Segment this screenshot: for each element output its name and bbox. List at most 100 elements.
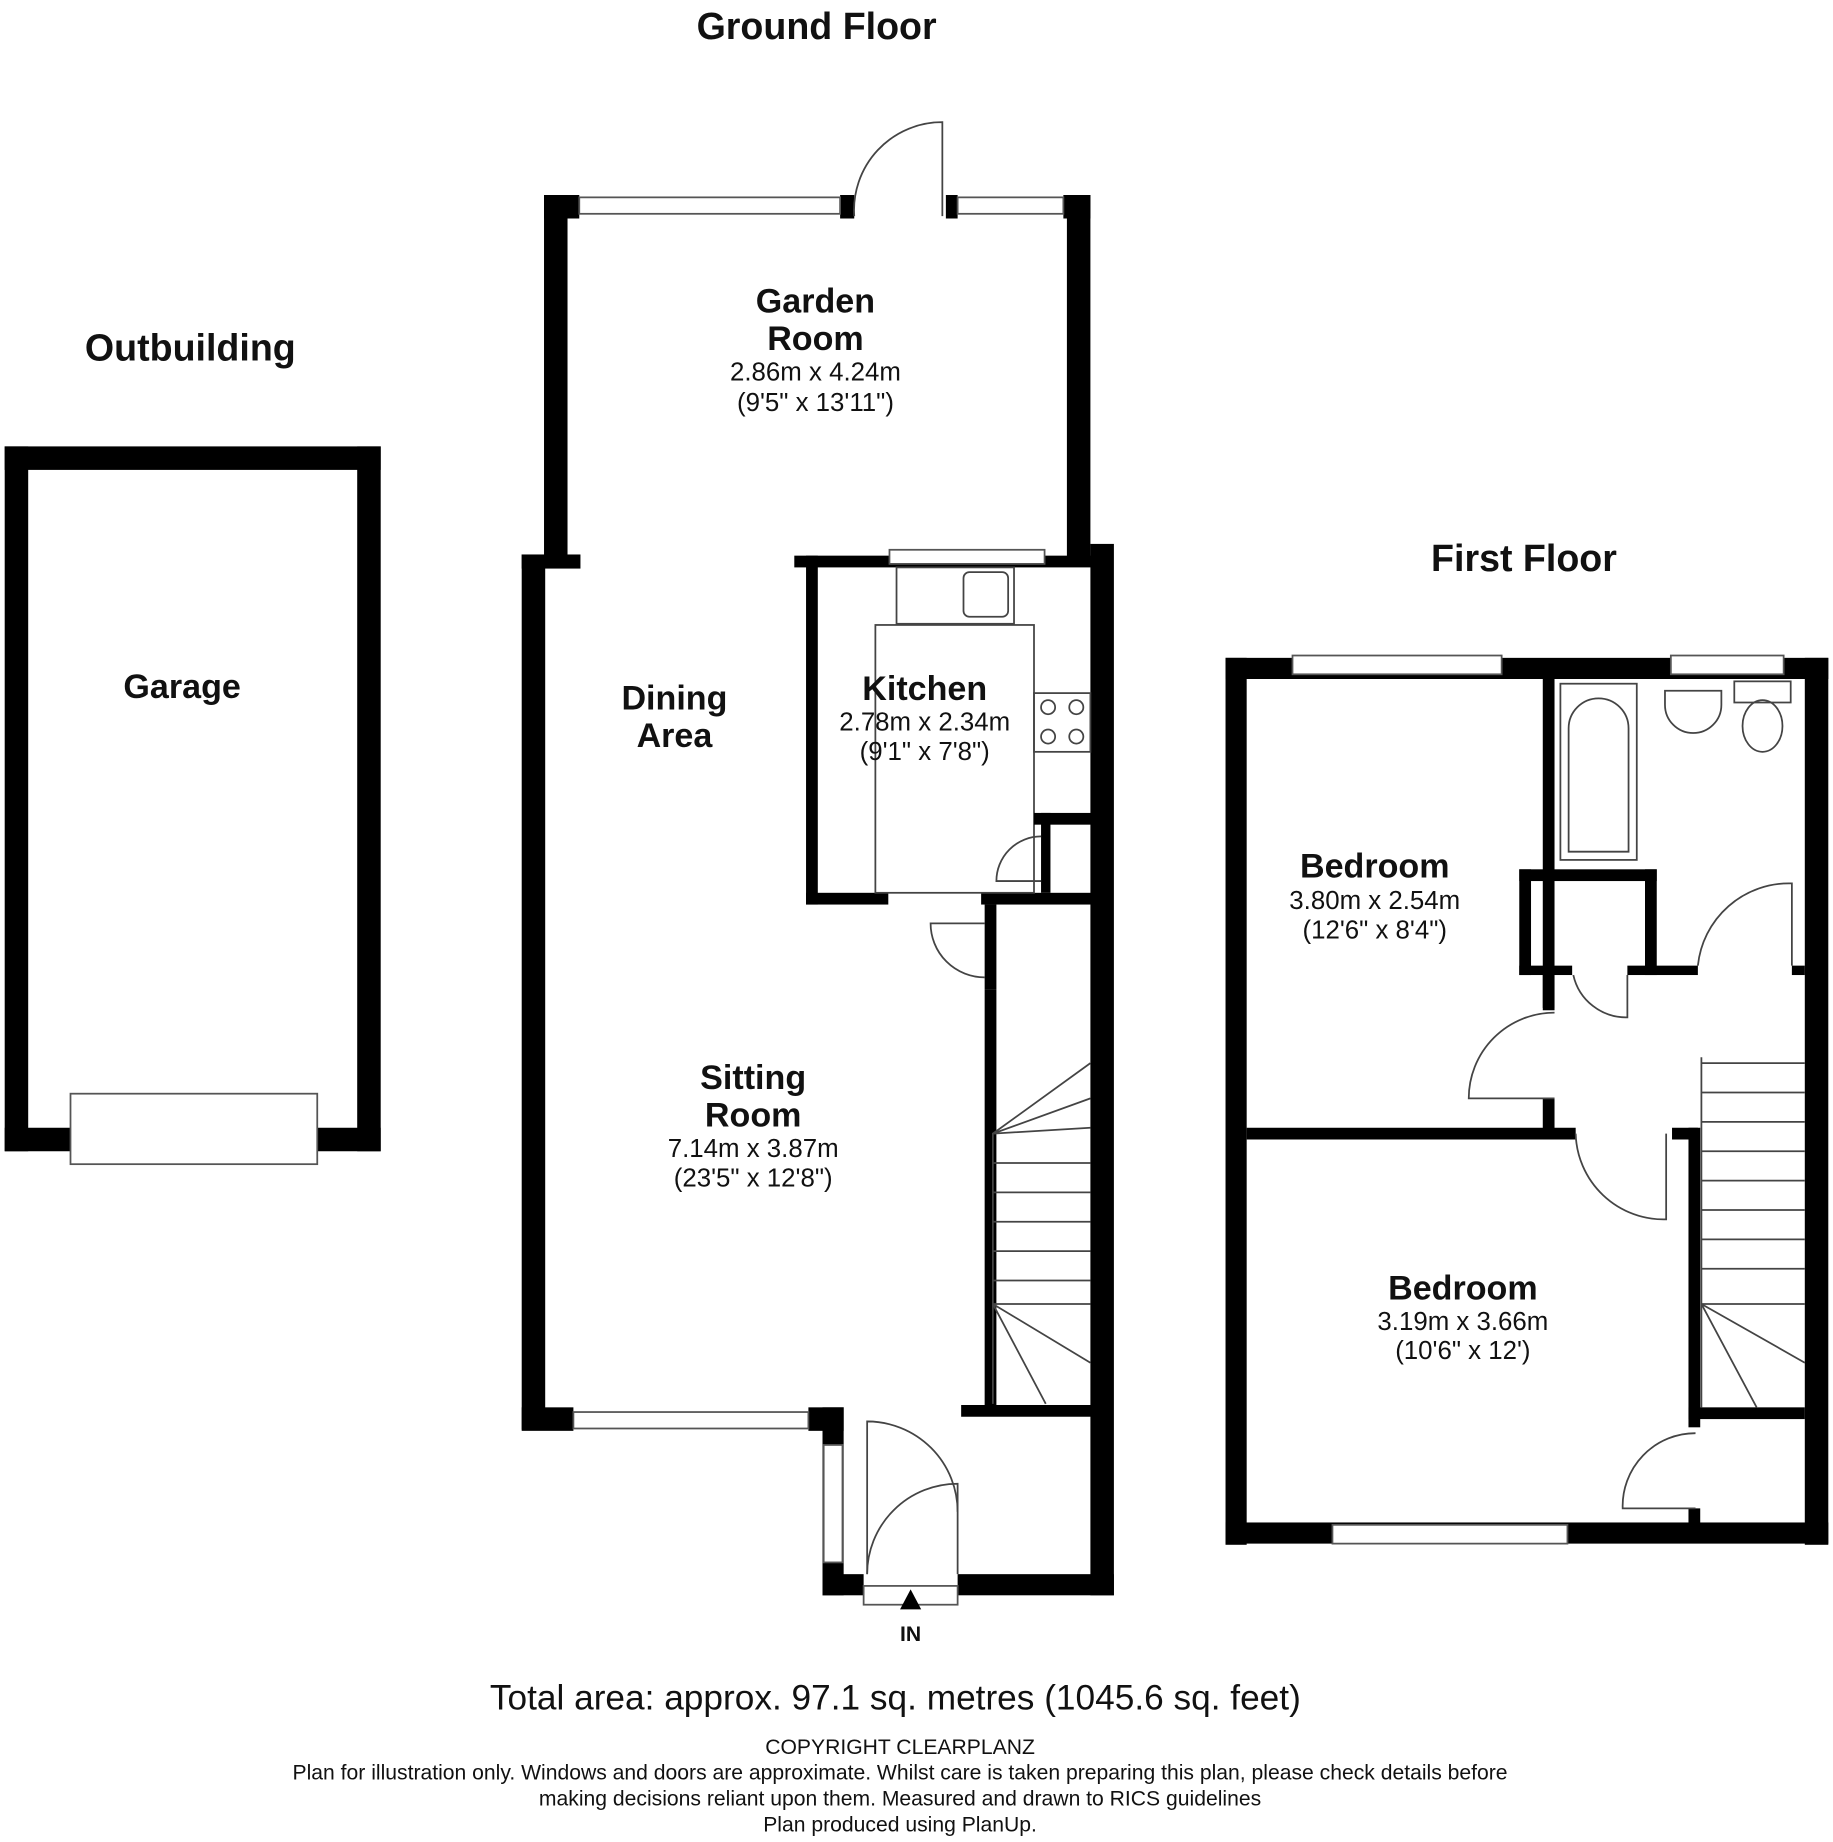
- bath-tub: [1567, 697, 1630, 853]
- door-swing: [1467, 1011, 1555, 1100]
- window: [1291, 654, 1503, 676]
- window: [1331, 1523, 1569, 1545]
- wall: [544, 195, 580, 219]
- door-swing: [1572, 974, 1629, 1019]
- wall: [357, 446, 381, 1152]
- wall: [4, 446, 29, 1152]
- door-swing: [1696, 882, 1793, 966]
- bath: [1559, 682, 1638, 861]
- wall: [1672, 1127, 1698, 1140]
- window: [572, 1411, 810, 1430]
- wall: [1034, 812, 1093, 825]
- wall: [1246, 1127, 1576, 1140]
- garage-label: Garage: [123, 668, 240, 706]
- wall: [945, 195, 958, 219]
- wall: [961, 1404, 1103, 1417]
- garden-room-label: Room: [767, 320, 864, 358]
- wall: [1519, 965, 1573, 976]
- wall: [1090, 543, 1114, 1596]
- garage-plan: Garage: [4, 446, 381, 1166]
- dining-area-label: Area: [637, 717, 714, 755]
- garden-room-label: Garden: [756, 282, 875, 320]
- door-swing: [866, 1482, 959, 1575]
- entrance-arrow-icon: [900, 1589, 922, 1610]
- copyright: COPYRIGHT CLEARPLANZ: [765, 1736, 1035, 1759]
- wall: [1791, 965, 1805, 976]
- wall: [1542, 1098, 1555, 1140]
- disclaimer-line-1: Plan for illustration only. Windows and …: [293, 1762, 1508, 1785]
- garden-room-dimensions-imperial: (9'5" x 13'11"): [737, 389, 894, 417]
- wall: [544, 195, 568, 560]
- bedroom-1-label: Bedroom: [1300, 848, 1450, 886]
- wall: [521, 554, 546, 1430]
- wall: [1542, 679, 1555, 1011]
- sitting-room-label: Sitting: [700, 1059, 806, 1097]
- hob-icon: [1033, 692, 1092, 753]
- bedroom-2-dimensions: 3.19m x 3.66m: [1377, 1308, 1548, 1336]
- wall: [1041, 812, 1051, 893]
- door-swing: [866, 1420, 959, 1575]
- entrance-label: IN: [900, 1623, 921, 1646]
- sitting-room-label: Room: [705, 1097, 802, 1135]
- window: [1669, 654, 1785, 676]
- garage-door: [69, 1092, 319, 1166]
- wall: [1542, 975, 1555, 1008]
- first-floor-plan: Bedroom 3.80m x 2.54m (12'6" x 8'4") Bed…: [1225, 654, 1829, 1545]
- wall: [840, 195, 855, 219]
- wall: [4, 1127, 71, 1152]
- wall: [1519, 869, 1532, 976]
- window: [956, 196, 1065, 215]
- wall: [957, 1574, 1114, 1596]
- window: [578, 196, 842, 215]
- wall: [1688, 1407, 1805, 1420]
- kitchen-dimensions-imperial: (9'1" x 7'8"): [860, 738, 990, 766]
- bedroom-1-dimensions: 3.80m x 2.54m: [1289, 887, 1460, 915]
- ground-floor-heading: Ground Floor: [697, 5, 937, 47]
- wall: [1688, 1508, 1701, 1525]
- window: [888, 548, 1046, 565]
- staircase: [1700, 1057, 1806, 1408]
- wall: [1066, 195, 1091, 560]
- wall: [1688, 1127, 1701, 1428]
- door-swing: [995, 835, 1042, 882]
- door-swing: [929, 922, 985, 979]
- total-area: Total area: approx. 97.1 sq. metres (104…: [490, 1678, 1301, 1717]
- wall: [981, 892, 1103, 905]
- disclaimer-line-2: making decisions reliant upon them. Meas…: [539, 1788, 1261, 1811]
- wall: [806, 555, 818, 905]
- sitting-room-dimensions: 7.14m x 3.87m: [668, 1135, 839, 1163]
- wall: [822, 1574, 864, 1596]
- wall: [521, 554, 581, 569]
- basin: [1664, 689, 1723, 734]
- toilet: [1741, 699, 1784, 753]
- wall: [984, 989, 997, 1407]
- window: [822, 1444, 844, 1564]
- door-swing: [1621, 1432, 1696, 1510]
- outbuilding-heading: Outbuilding: [85, 327, 296, 369]
- wall: [1627, 965, 1698, 976]
- produced-by: Plan produced using PlanUp.: [763, 1813, 1037, 1836]
- kitchen-worktop: [874, 624, 1035, 894]
- wall: [806, 892, 889, 905]
- first-floor-heading: First Floor: [1431, 537, 1617, 579]
- bedroom-1-dimensions-imperial: (12'6" x 8'4"): [1302, 917, 1447, 945]
- wall: [1519, 869, 1657, 882]
- sink: [895, 566, 1015, 625]
- wall: [1225, 657, 1247, 1545]
- wall: [317, 1127, 381, 1152]
- wall: [984, 904, 997, 990]
- kitchen-dimensions: 2.78m x 2.34m: [839, 709, 1010, 737]
- door-swing: [853, 121, 944, 217]
- bedroom-2-label: Bedroom: [1388, 1269, 1538, 1307]
- ground-floor-plan: IN Garden Room 2.86m x 4.24m (9'5" x: [521, 121, 1114, 1646]
- dining-area-label: Dining: [621, 680, 727, 718]
- wall: [1804, 657, 1829, 1545]
- sink-bowl: [962, 571, 1010, 618]
- wall: [4, 446, 381, 470]
- bedroom-2-dimensions-imperial: (10'6" x 12'): [1395, 1337, 1530, 1365]
- garden-room-dimensions: 2.86m x 4.24m: [730, 359, 901, 387]
- wall: [521, 1407, 574, 1431]
- wall: [1645, 869, 1657, 976]
- sitting-room-dimensions-imperial: (23'5" x 12'8"): [674, 1164, 833, 1192]
